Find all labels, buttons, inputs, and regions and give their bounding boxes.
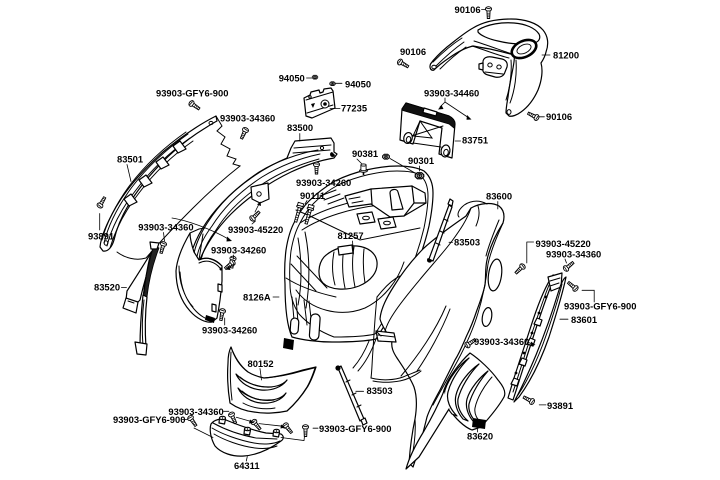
svg-text:93891: 93891: [88, 231, 114, 242]
svg-text:90106: 90106: [400, 46, 426, 57]
svg-text:77235: 77235: [341, 103, 367, 114]
svg-text:83501: 83501: [117, 154, 143, 165]
svg-text:81200: 81200: [553, 50, 579, 61]
svg-text:83751: 83751: [462, 135, 488, 146]
svg-text:83520: 83520: [94, 282, 120, 293]
svg-text:93903-34260: 93903-34260: [202, 325, 257, 336]
svg-text:93903-GFY6-900: 93903-GFY6-900: [156, 87, 228, 98]
svg-text:93903-GFY6-900: 93903-GFY6-900: [564, 301, 636, 312]
svg-text:83601: 83601: [571, 314, 597, 325]
svg-text:93903-GFY6-900: 93903-GFY6-900: [319, 423, 391, 434]
svg-text:8126A: 8126A: [243, 292, 271, 303]
svg-text:93903-GFY6-900: 93903-GFY6-900: [113, 414, 185, 425]
svg-text:90381: 90381: [352, 148, 378, 159]
svg-text:93891: 93891: [547, 400, 573, 411]
svg-text:90111: 90111: [300, 190, 325, 201]
svg-text:93903-34360: 93903-34360: [474, 336, 529, 347]
svg-text:93903-34360: 93903-34360: [138, 222, 193, 233]
svg-text:90106: 90106: [546, 111, 572, 122]
svg-text:93903-34260: 93903-34260: [211, 245, 266, 256]
svg-text:81257: 81257: [338, 230, 364, 241]
svg-text:64311: 64311: [234, 460, 260, 471]
svg-text:83500: 83500: [287, 122, 313, 133]
svg-text:93903-34260: 93903-34260: [296, 177, 351, 188]
svg-text:93903-34460: 93903-34460: [424, 87, 479, 98]
svg-text:80152: 80152: [248, 358, 274, 369]
svg-text:83620: 83620: [467, 431, 493, 442]
svg-text:93903-34360: 93903-34360: [220, 113, 275, 124]
svg-text:94050: 94050: [279, 73, 305, 84]
svg-text:93903-45220: 93903-45220: [228, 224, 283, 235]
svg-text:93903-45220: 93903-45220: [536, 238, 591, 249]
svg-text:94050: 94050: [345, 79, 371, 90]
svg-text:90106: 90106: [455, 4, 481, 15]
svg-text:93903-34360: 93903-34360: [168, 406, 223, 417]
svg-text:90301: 90301: [408, 155, 434, 166]
svg-text:93903-34360: 93903-34360: [546, 249, 601, 260]
svg-text:83600: 83600: [486, 190, 512, 201]
svg-text:83503: 83503: [367, 385, 393, 396]
svg-text:83503: 83503: [454, 237, 480, 248]
